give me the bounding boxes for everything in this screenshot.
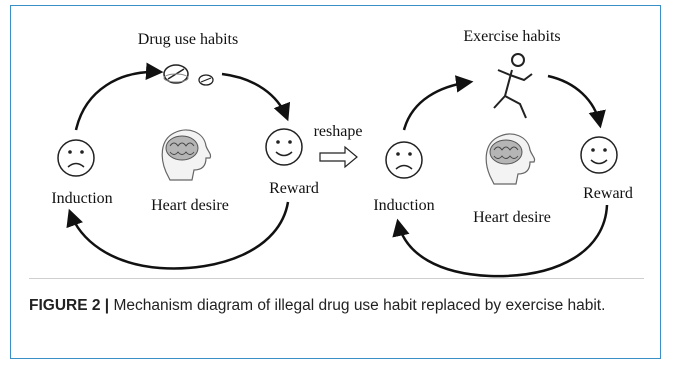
right-arrow-induction-to-exercise (402, 75, 474, 131)
running-person-icon (493, 53, 533, 119)
happy-face-icon (580, 136, 618, 174)
caption-label: FIGURE 2 | (29, 297, 110, 314)
happy-face-icon (265, 128, 303, 166)
right-arrow-reward-to-induction (392, 204, 609, 278)
mechanism-diagram: Drug use habits Induction Heart desire R… (51, 28, 633, 278)
figure-caption: FIGURE 2 | Mechanism diagram of illegal … (29, 294, 644, 317)
reshape-arrow-icon (319, 145, 358, 169)
right-center-label: Heart desire (473, 209, 551, 226)
pills-icon (163, 64, 214, 86)
sad-face-icon (57, 139, 95, 177)
sad-face-icon (385, 141, 423, 179)
left-reward-label: Reward (269, 180, 319, 197)
right-cycle-title: Exercise habits (463, 28, 560, 45)
figure-frame (10, 5, 661, 359)
caption-divider (29, 278, 644, 279)
brain-head-icon (485, 133, 536, 185)
right-induction-label: Induction (373, 197, 434, 214)
left-cycle-title: Drug use habits (138, 31, 238, 48)
caption-text: Mechanism diagram of illegal drug use ha… (113, 297, 606, 314)
reshape-label: reshape (314, 123, 363, 140)
brain-head-icon (161, 129, 212, 181)
left-arrow-induction-to-drug (74, 62, 164, 131)
left-arrow-drug-to-reward (221, 72, 291, 122)
left-center-label: Heart desire (151, 197, 229, 214)
right-arrow-exercise-to-reward (547, 74, 606, 129)
right-reward-label: Reward (583, 185, 633, 202)
left-induction-label: Induction (51, 190, 112, 207)
left-arrow-reward-to-induction (66, 201, 290, 270)
